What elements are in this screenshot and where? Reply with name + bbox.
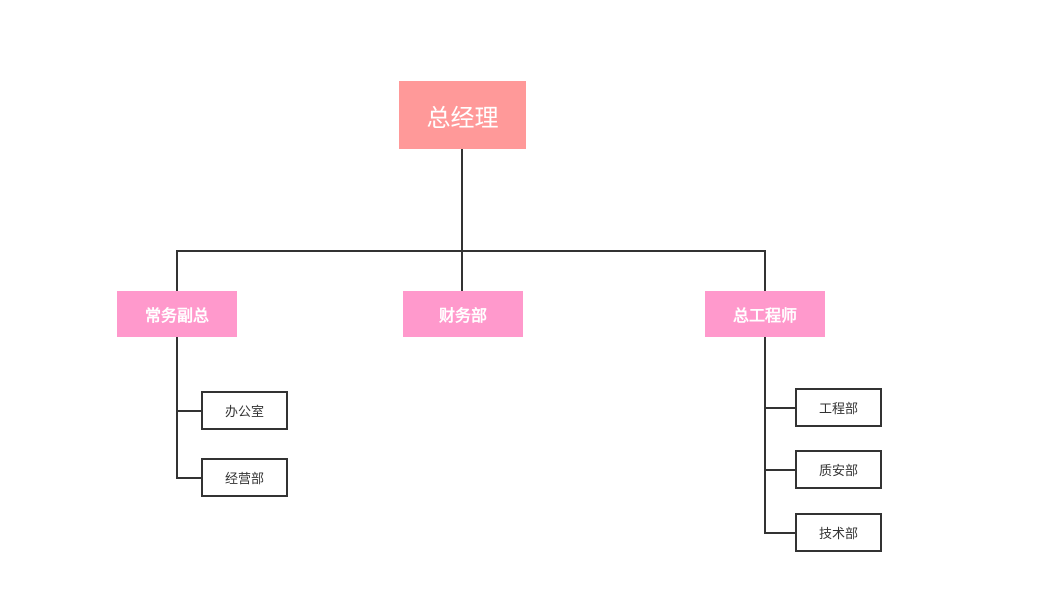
leaf-label: 质安部	[818, 464, 858, 479]
root-label: 总经理	[426, 103, 499, 132]
leaf-label: 办公室	[224, 405, 264, 420]
leaf-label: 工程部	[818, 402, 858, 417]
leaf-node[interactable]: 技术部	[795, 513, 882, 552]
leaf-node[interactable]: 经营部	[201, 458, 288, 497]
leaf-node[interactable]: 质安部	[795, 450, 882, 489]
leaf-node[interactable]: 工程部	[795, 388, 882, 427]
branch-node[interactable]: 总工程师	[705, 291, 825, 337]
branch-label: 财务部	[438, 306, 487, 325]
root-node[interactable]: 总经理	[399, 81, 526, 149]
branch-node[interactable]: 财务部	[403, 291, 523, 337]
branch-label: 总工程师	[732, 306, 797, 325]
leaf-label: 经营部	[224, 472, 264, 487]
leaf-node[interactable]: 办公室	[201, 391, 288, 430]
branch-label: 常务副总	[144, 306, 209, 325]
branch-node[interactable]: 常务副总	[117, 291, 237, 337]
leaf-label: 技术部	[818, 527, 858, 542]
